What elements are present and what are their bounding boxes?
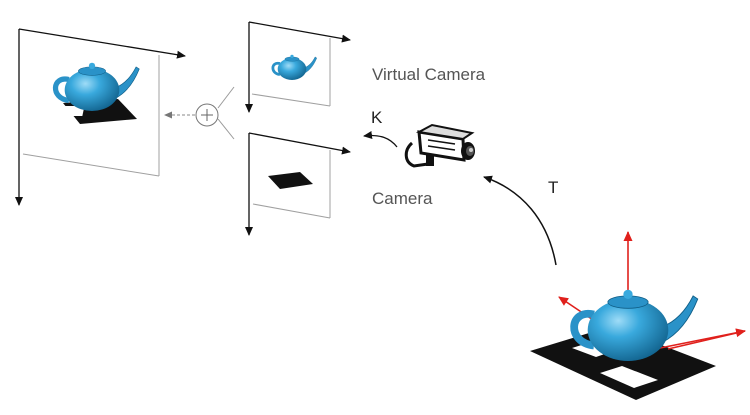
output-image-frame [15, 28, 186, 206]
combine-node [164, 86, 235, 140]
intrinsics-arrow [363, 131, 398, 148]
transform-arrow [483, 175, 557, 266]
output-frame-x-axis [18, 28, 186, 59]
intrinsics-label: K [371, 108, 383, 127]
camera-capture-frame [245, 132, 351, 236]
transform-label: T [548, 178, 559, 197]
virtual-render-frame [245, 21, 351, 113]
virtual-camera-label: Virtual Camera [372, 65, 486, 84]
video-camera-icon [404, 123, 475, 168]
camera-label: Camera [372, 189, 433, 208]
captured-marker-icon [251, 172, 313, 189]
virtual-teapot-icon [271, 53, 319, 82]
